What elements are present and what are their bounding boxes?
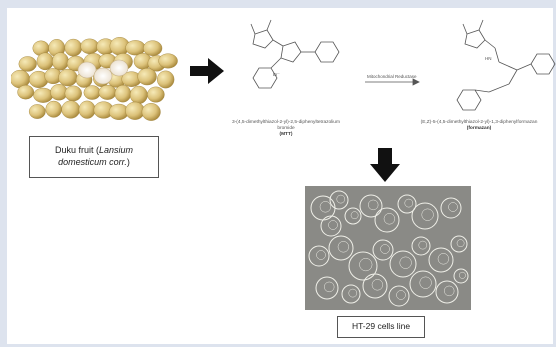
duku-fruit — [17, 84, 35, 100]
mtt-thiazole-ring — [252, 29, 274, 49]
bromide-label: Br⁻ — [273, 72, 281, 77]
cell-outline — [453, 268, 469, 284]
cell-outline — [359, 194, 383, 218]
cell-outline — [348, 251, 378, 281]
duku-fruit — [125, 101, 145, 120]
cell-outline — [315, 276, 339, 300]
duku-fruit — [143, 40, 163, 56]
duku-fruit — [28, 104, 46, 119]
duku-fruit-peeled — [109, 59, 129, 77]
ht29-micrograph — [305, 186, 471, 310]
duku-fruit — [45, 100, 63, 118]
chemical-structures: Br⁻ HN — [250, 19, 556, 111]
cell-outline — [440, 197, 462, 219]
figure-panel: Duku fruit (Lansium domesticum corr.) — [7, 8, 556, 344]
duku-fruit — [78, 100, 96, 119]
cell-nucleus — [404, 198, 414, 208]
cell-outline — [411, 202, 439, 230]
cell-nucleus — [316, 250, 326, 260]
cell-outline — [389, 250, 417, 278]
duku-fruit — [58, 68, 78, 87]
cell-nucleus — [336, 194, 346, 204]
cell-outline — [397, 194, 417, 214]
cell-nucleus — [337, 241, 350, 253]
cell-outline — [320, 215, 342, 237]
cell-nucleus — [396, 290, 406, 300]
cell-nucleus — [419, 276, 432, 289]
duku-caption-line2: domesticum corr.) — [58, 157, 130, 167]
duku-fruit — [64, 38, 83, 57]
mtt-tetrazolium-ring — [280, 41, 302, 63]
duku-fruit — [83, 85, 101, 100]
cell-nucleus — [350, 211, 359, 220]
formazan-label: (E,Z)-5-(4,5-dimethylthiazol-2-yl)-1,3-d… — [420, 120, 538, 131]
mtt-label: 3-(4,5-dimethylthiazol-2-yl)-2,5-dipheny… — [232, 120, 340, 137]
cell-outline — [362, 273, 388, 299]
cell-nucleus — [421, 208, 434, 221]
mtt-phenyl-left — [252, 67, 278, 89]
duku-fruit — [156, 70, 175, 89]
duku-fruit — [125, 40, 146, 56]
duku-caption: Duku fruit (Lansium domesticum corr.) — [29, 136, 159, 178]
duku-fruit — [33, 87, 54, 103]
reaction-label: Mitochondrial Reductase — [367, 74, 417, 79]
cell-nucleus — [459, 271, 466, 279]
cell-nucleus — [418, 240, 428, 250]
cell-outline — [374, 207, 400, 233]
cell-nucleus — [371, 279, 384, 291]
cell-nucleus — [383, 213, 396, 225]
cell-outline — [411, 236, 431, 256]
duku-fruit — [141, 103, 161, 121]
nh-label: HN — [485, 56, 492, 61]
cell-outline — [388, 285, 410, 307]
cell-nucleus — [437, 253, 450, 265]
duku-fruit — [129, 85, 148, 105]
species-name: Lansium — [98, 145, 134, 156]
cell-nucleus — [348, 288, 358, 298]
cell-nucleus — [399, 256, 412, 269]
duku-fruit — [114, 84, 132, 103]
cell-outline — [409, 270, 437, 298]
cell-outline — [328, 235, 354, 261]
duku-fruit — [61, 100, 81, 119]
cell-nucleus — [324, 281, 335, 293]
duku-fruit — [158, 53, 178, 69]
duku-fruit-image — [11, 37, 178, 121]
cells-caption: HT-29 cells line — [337, 316, 425, 338]
cell-outline — [344, 207, 362, 225]
cell-outline — [329, 190, 349, 210]
duku-fruit — [80, 38, 99, 54]
cell-outline — [341, 284, 361, 304]
cell-nucleus — [319, 201, 332, 213]
duku-fruit — [137, 68, 157, 86]
cell-outline — [428, 247, 454, 273]
cell-nucleus — [328, 220, 338, 230]
mtt-phenyl-right — [314, 41, 340, 63]
mtt-reaction-scheme: Br⁻ HN Mitochondrial Reductase 3-(4,5-di… — [217, 12, 556, 140]
cell-outline — [372, 239, 394, 261]
cell-nucleus — [448, 202, 458, 212]
cell-outline — [308, 245, 330, 267]
cell-nucleus — [456, 239, 465, 248]
duku-fruit — [52, 52, 69, 71]
formazan-thiazole-ring — [464, 29, 486, 49]
duku-fruit — [36, 52, 54, 71]
duku-fruit-peeled — [77, 61, 97, 79]
arrow-down-icon — [370, 148, 400, 182]
cell-nucleus — [380, 244, 390, 254]
cell-nucleus — [367, 199, 379, 211]
duku-fruit-peeled — [93, 67, 113, 85]
formazan-phenyl-right — [530, 53, 556, 75]
duku-fruit — [98, 84, 117, 100]
formazan-phenyl-left — [456, 89, 482, 111]
cell-nucleus — [359, 258, 373, 272]
duku-caption-line1: Duku fruit (Lansium — [54, 145, 134, 156]
cell-outline — [435, 280, 459, 304]
cell-nucleus — [444, 285, 455, 297]
arrow-right-icon — [190, 58, 224, 84]
cell-outline — [450, 235, 468, 253]
duku-fruit — [18, 56, 37, 72]
duku-fruit — [147, 86, 165, 103]
duku-fruit — [64, 85, 82, 102]
